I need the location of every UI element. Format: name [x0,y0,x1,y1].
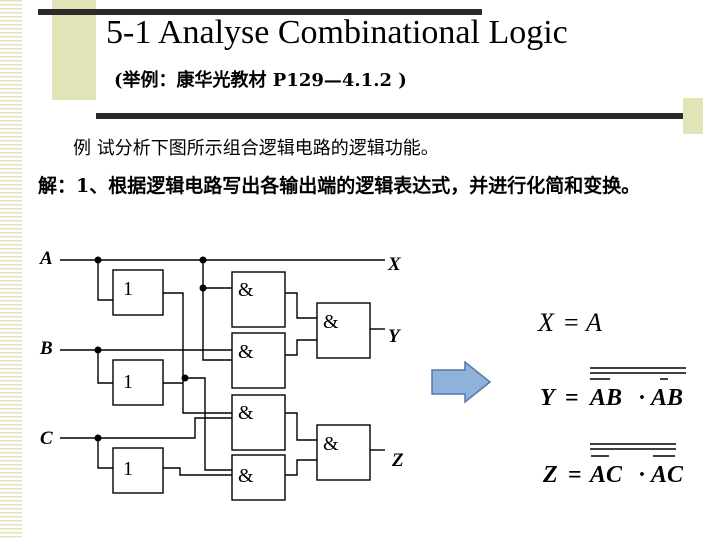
slide-subtitle: (举例：康华光教材 P129—4.1.2 ) [114,70,407,91]
circuit-gates [112,269,371,501]
junction-dot [94,256,102,264]
equation-z-term1: AC [588,462,623,488]
right-arrow-icon [431,360,492,404]
and-gate-4-label: & [238,465,254,487]
equation-y-term2: AB [649,385,683,411]
circuit-wires [60,259,385,476]
problem-statement: 例 试分析下图所示组合逻辑电路的逻辑功能。 [73,138,439,159]
not-gate-a-label: 1 [123,278,133,300]
junction-dot [181,374,189,382]
not-gate-a [112,269,164,316]
not-gate-c [112,447,164,494]
and-gate-z [316,424,371,481]
equation-z-term2: AC [649,462,684,488]
and-gate-y [316,302,371,359]
decorative-stripes [0,0,22,540]
equation-x-rhs: A [584,308,602,337]
input-c-label: C [40,428,53,449]
solution-step: 解：1、根据逻辑电路写出各输出端的逻辑表达式，并进行化简和变换。 [38,175,641,197]
and-gate-1 [231,271,286,328]
and-gate-y-label: & [323,311,339,333]
and-gate-4 [231,454,286,501]
equation-y-dot: · [638,385,646,411]
decorative-square-right [683,98,703,134]
output-x-label: X [387,254,402,275]
equation-y-lhs: Y [540,385,557,411]
equation-x-lhs: X [537,308,555,337]
and-gate-1-label: & [238,279,254,301]
and-gate-2 [231,332,286,389]
output-y-label: Y [388,326,402,347]
and-gate-z-label: & [323,433,339,455]
not-gate-b [112,359,164,406]
equation-y-equals: = [565,385,579,411]
decorative-square-top [52,0,96,100]
input-b-label: B [39,338,53,359]
circuit-junctions [94,256,207,442]
slide-title: 5-1 Analyse Combinational Logic [106,14,568,51]
and-gate-2-label: & [238,341,254,363]
equation-z-dot: · [638,462,646,488]
decorative-bar-middle [96,113,686,119]
decorative-bar-top [38,9,482,15]
junction-dot [199,256,207,264]
equation-x-equals: = [564,308,579,337]
not-gate-c-label: 1 [123,458,133,480]
junction-dot [94,434,102,442]
junction-dot [199,284,207,292]
not-gate-b-label: 1 [123,371,133,393]
input-a-label: A [39,248,53,269]
and-gate-3-label: & [238,402,254,424]
output-z-label: Z [391,450,404,471]
equation-y-term1: AB [588,385,622,411]
equation-z-lhs: Z [542,462,558,488]
equation-y-overbars [590,367,686,380]
equation-z-overbars [590,443,676,457]
and-gate-3 [231,394,286,451]
equation-z-equals: = [568,462,582,488]
junction-dot [94,346,102,354]
